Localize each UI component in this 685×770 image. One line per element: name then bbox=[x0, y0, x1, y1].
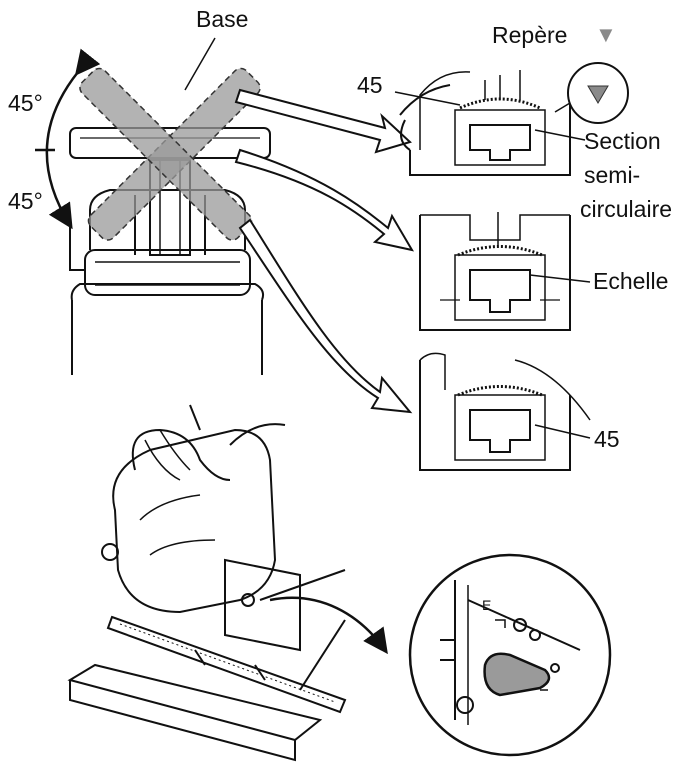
repere-symbol: ▼ bbox=[595, 22, 617, 47]
section-label-2: semi- bbox=[584, 162, 641, 188]
knob-icon bbox=[483, 652, 551, 697]
angle-top-label: 45° bbox=[8, 90, 43, 116]
down-triangle-icon bbox=[587, 85, 609, 104]
echelle-label: Echelle bbox=[593, 268, 669, 294]
section-label-1: Section bbox=[584, 128, 661, 154]
base-label: Base bbox=[196, 6, 249, 32]
scale-45-bottom-label: 45 bbox=[594, 426, 620, 452]
section-label-3: circulaire bbox=[580, 196, 673, 222]
base-leader bbox=[184, 37, 216, 91]
pointer-arrows bbox=[234, 88, 415, 414]
detail-view-bottom bbox=[419, 352, 591, 471]
angle-arc bbox=[35, 48, 101, 230]
knob-detail-circle: E bbox=[408, 553, 612, 757]
saw-in-use bbox=[67, 404, 347, 762]
plate-letter: E bbox=[482, 597, 491, 613]
scale-45-top-label: 45 bbox=[357, 72, 383, 98]
detail-view-top bbox=[394, 70, 586, 176]
angle-bottom-label: 45° bbox=[8, 188, 43, 214]
base-tilt-positions bbox=[79, 67, 261, 241]
detail-view-middle bbox=[419, 212, 591, 331]
repere-label: Repère bbox=[492, 22, 568, 48]
knob-leader bbox=[269, 596, 388, 655]
repere-detail-circle bbox=[567, 62, 629, 124]
